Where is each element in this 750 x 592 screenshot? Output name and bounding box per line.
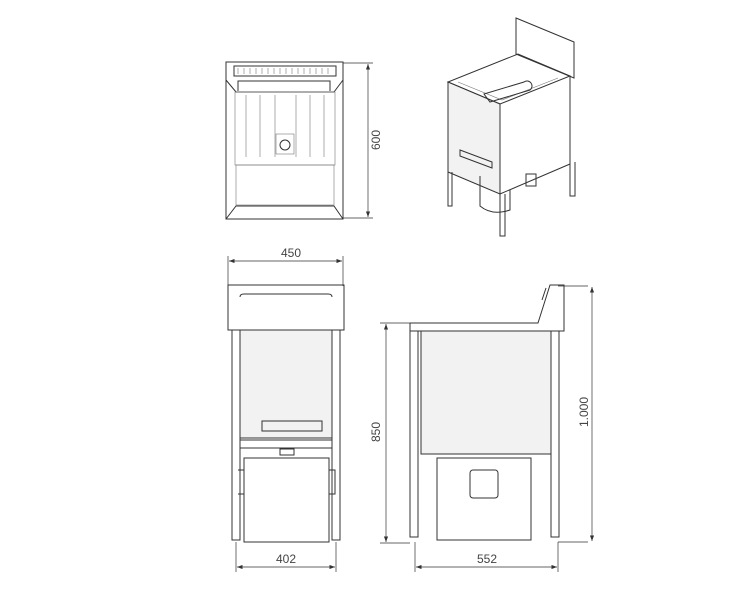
dim-side-depth: 552 <box>477 552 497 566</box>
dim-total-height: 1.000 <box>577 397 591 427</box>
front-view: 450 402 <box>227 246 345 572</box>
dim-top-depth: 600 <box>369 130 383 150</box>
top-view: 600 <box>225 61 383 220</box>
side-view: 850 1.000 552 <box>369 284 595 572</box>
isometric-view <box>446 17 576 237</box>
dim-side-height: 850 <box>369 422 383 442</box>
dim-front-base-width: 402 <box>276 552 296 566</box>
dim-front-width: 450 <box>281 246 301 260</box>
